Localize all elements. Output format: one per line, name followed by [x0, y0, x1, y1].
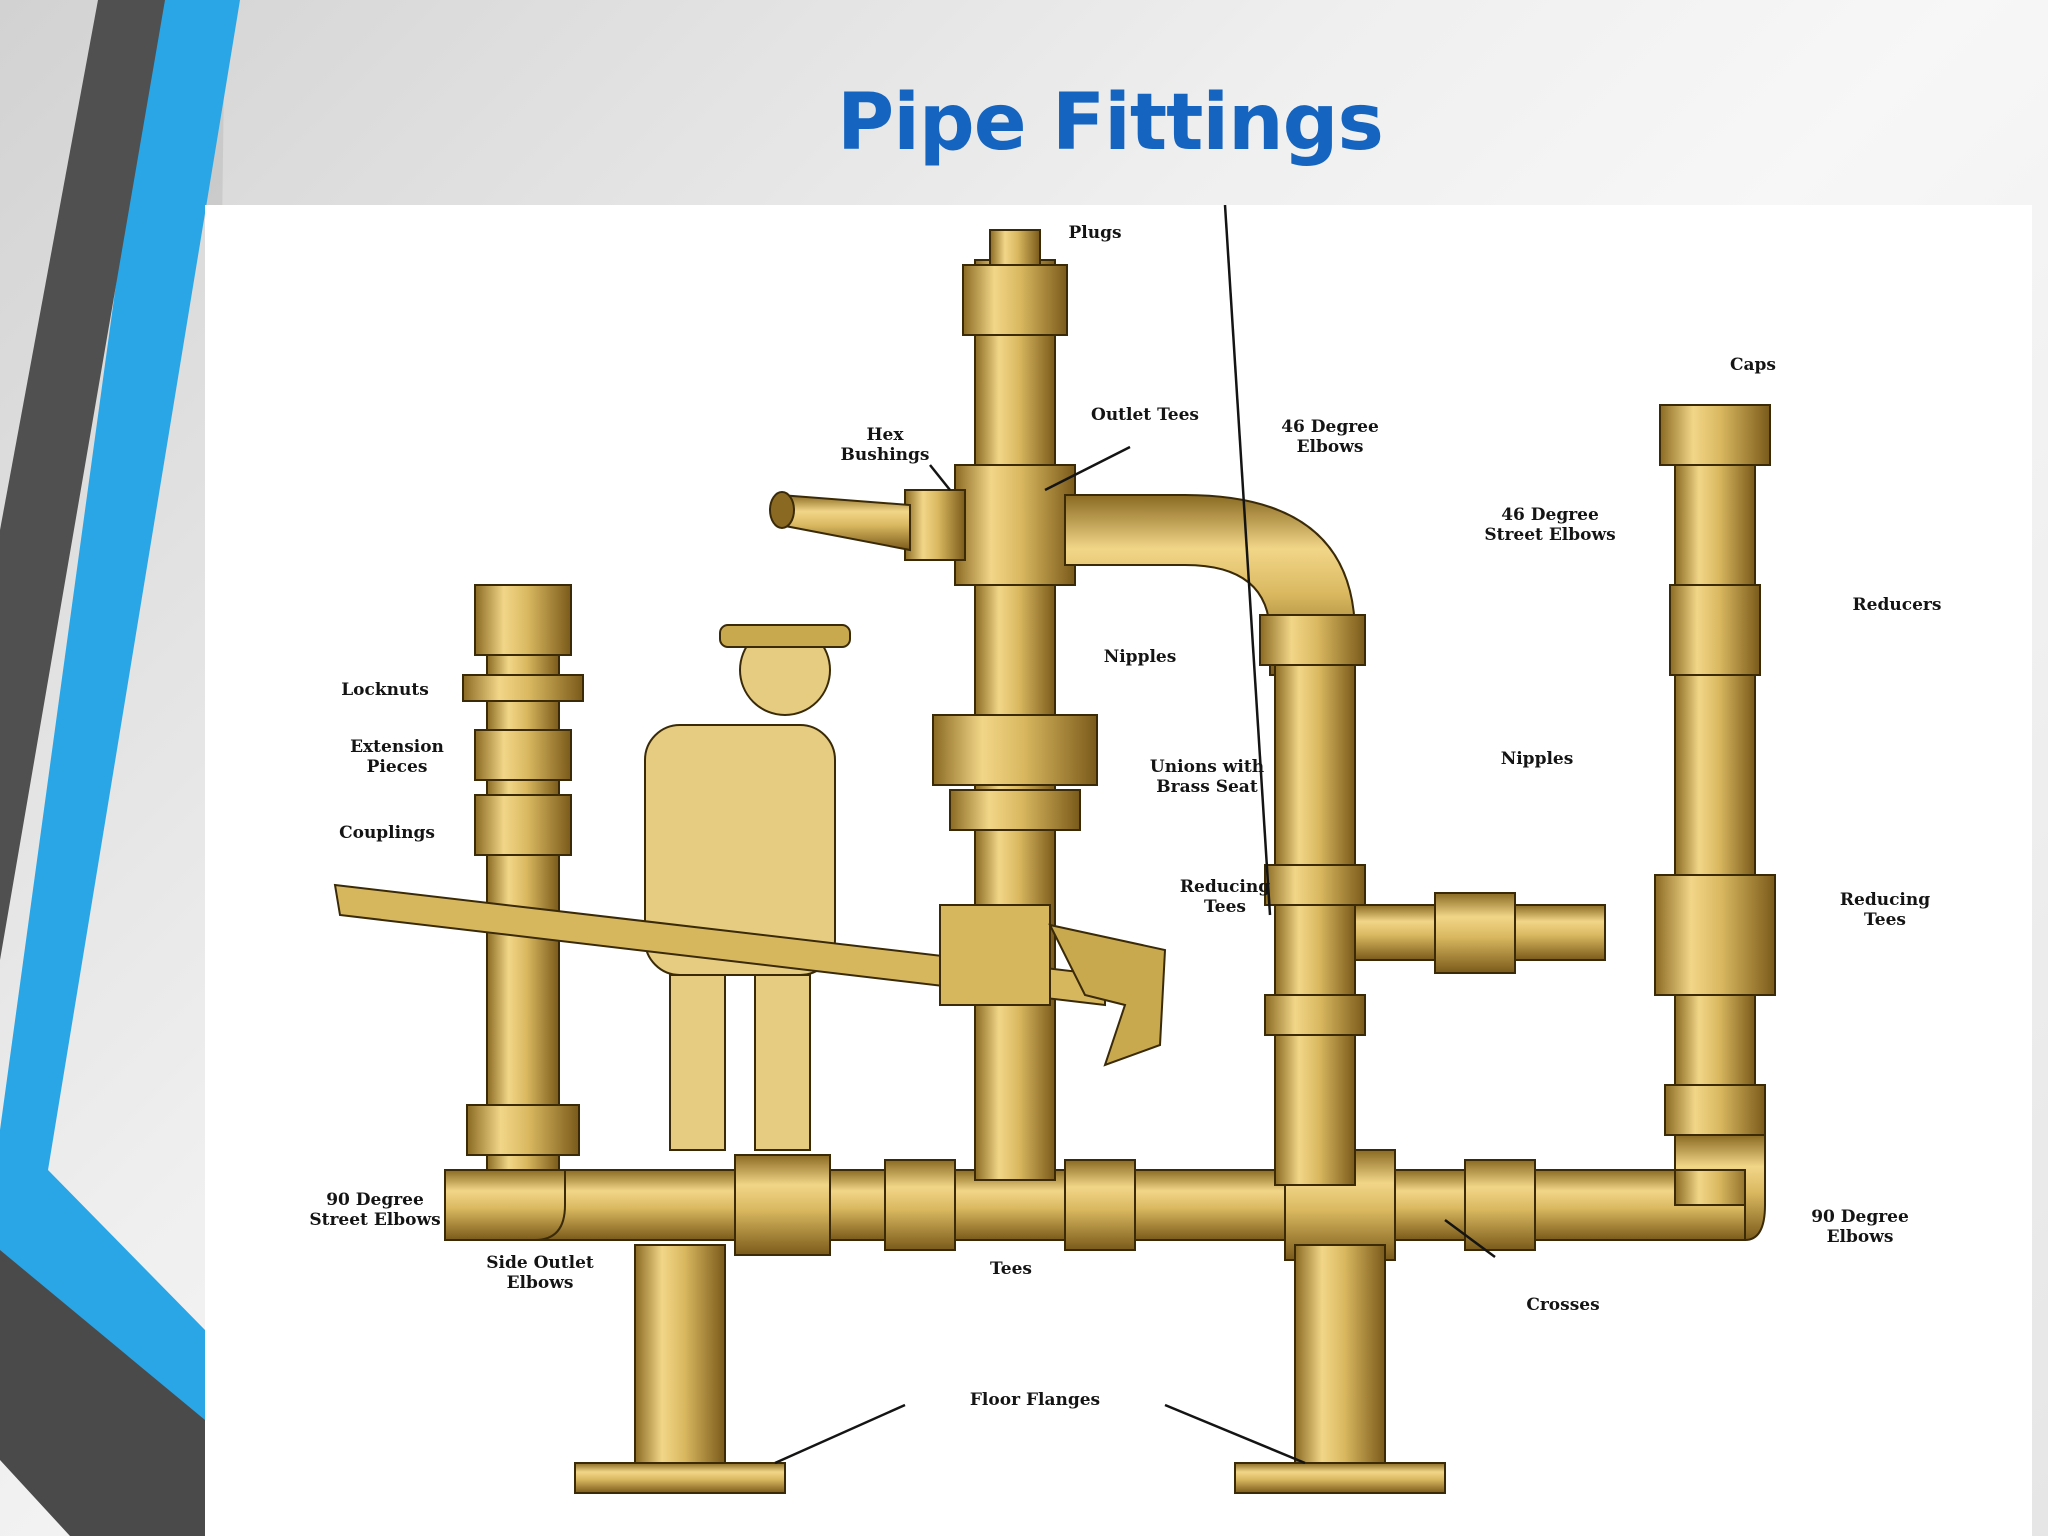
left-riser-top: [474, 584, 572, 656]
label-45-degree-street-elbows: 46 Degree Street Elbows: [1484, 505, 1616, 545]
right-flange-pipe: [1294, 1244, 1386, 1466]
pipe-illustration: [333, 205, 1776, 1494]
label-locknuts: Locknuts: [341, 680, 429, 700]
label-couplings: Couplings: [339, 823, 435, 843]
reducing-tee-collar: [1264, 994, 1366, 1036]
label-side-outlet-elbows: Side Outlet Elbows: [486, 1253, 594, 1293]
right-elbow-collar: [1664, 1084, 1766, 1136]
left-elbow-collar: [466, 1104, 580, 1156]
plug-body: [962, 264, 1068, 336]
label-nipples-right: Nipples: [1500, 749, 1574, 769]
union-body: [949, 789, 1081, 831]
label-90-degree-street-elbows: 90 Degree Street Elbows: [309, 1190, 441, 1230]
union-nut: [932, 714, 1098, 786]
right-riser-pipe: [1674, 444, 1756, 1206]
label-caps: Caps: [1729, 355, 1777, 375]
left-floor-flange: [574, 1462, 786, 1494]
reducing-tee-collar: [1264, 864, 1366, 906]
leader-lines: [774, 205, 1496, 1465]
branch-union: [1434, 892, 1516, 974]
left-flange-pipe: [634, 1244, 726, 1466]
label-outlet-tees: Outlet Tees: [1091, 405, 1199, 425]
label-90-degree-elbows: 90 Degree Elbows: [1811, 1207, 1909, 1247]
label-reducing-tees-center: Reducing Tees: [1179, 877, 1271, 917]
nozzle-opening: [769, 491, 795, 529]
extension-piece: [474, 729, 572, 781]
coupling-fitting: [1064, 1159, 1136, 1251]
label-crosses: Crosses: [1526, 1295, 1600, 1315]
label-nipples-center: Nipples: [1103, 647, 1177, 667]
coupling-fitting: [1464, 1159, 1536, 1251]
coupling-fitting: [884, 1159, 956, 1251]
tee-fitting: [734, 1154, 831, 1256]
locknut: [462, 674, 584, 702]
pipe-fittings-diagram: Plugs Caps Outlet Tees Hex Bushings 46 D…: [205, 205, 2032, 1536]
reducer-fitting: [1669, 584, 1761, 676]
plumber-figure: [333, 624, 1167, 1151]
label-floor-flanges: Floor Flanges: [969, 1390, 1101, 1410]
street-elbow: [444, 1169, 566, 1241]
label-hex-bushings: Hex Bushings: [840, 425, 930, 465]
cap: [1659, 404, 1771, 466]
label-45-degree-elbows: 46 Degree Elbows: [1281, 417, 1379, 457]
hex-bushing: [904, 489, 966, 561]
hex-bushing-nozzle: [779, 493, 911, 552]
label-extension-pieces: Extension Pieces: [350, 737, 444, 777]
label-reducing-tees-right: Reducing Tees: [1839, 890, 1931, 930]
label-unions-with-brass-seat: Unions with Brass Seat: [1149, 757, 1265, 797]
90-degree-elbow: [1674, 1134, 1766, 1242]
label-tees: Tees: [990, 1259, 1032, 1279]
slide-title: Pipe Fittings: [837, 78, 1384, 168]
reducing-tee-right: [1654, 874, 1776, 996]
street-elbow-collar: [1259, 614, 1366, 666]
label-plugs: Plugs: [1068, 223, 1122, 243]
right-floor-flange: [1234, 1462, 1446, 1494]
label-reducers: Reducers: [1852, 595, 1942, 615]
center-right-riser: [1274, 664, 1356, 1186]
coupling: [474, 794, 572, 856]
